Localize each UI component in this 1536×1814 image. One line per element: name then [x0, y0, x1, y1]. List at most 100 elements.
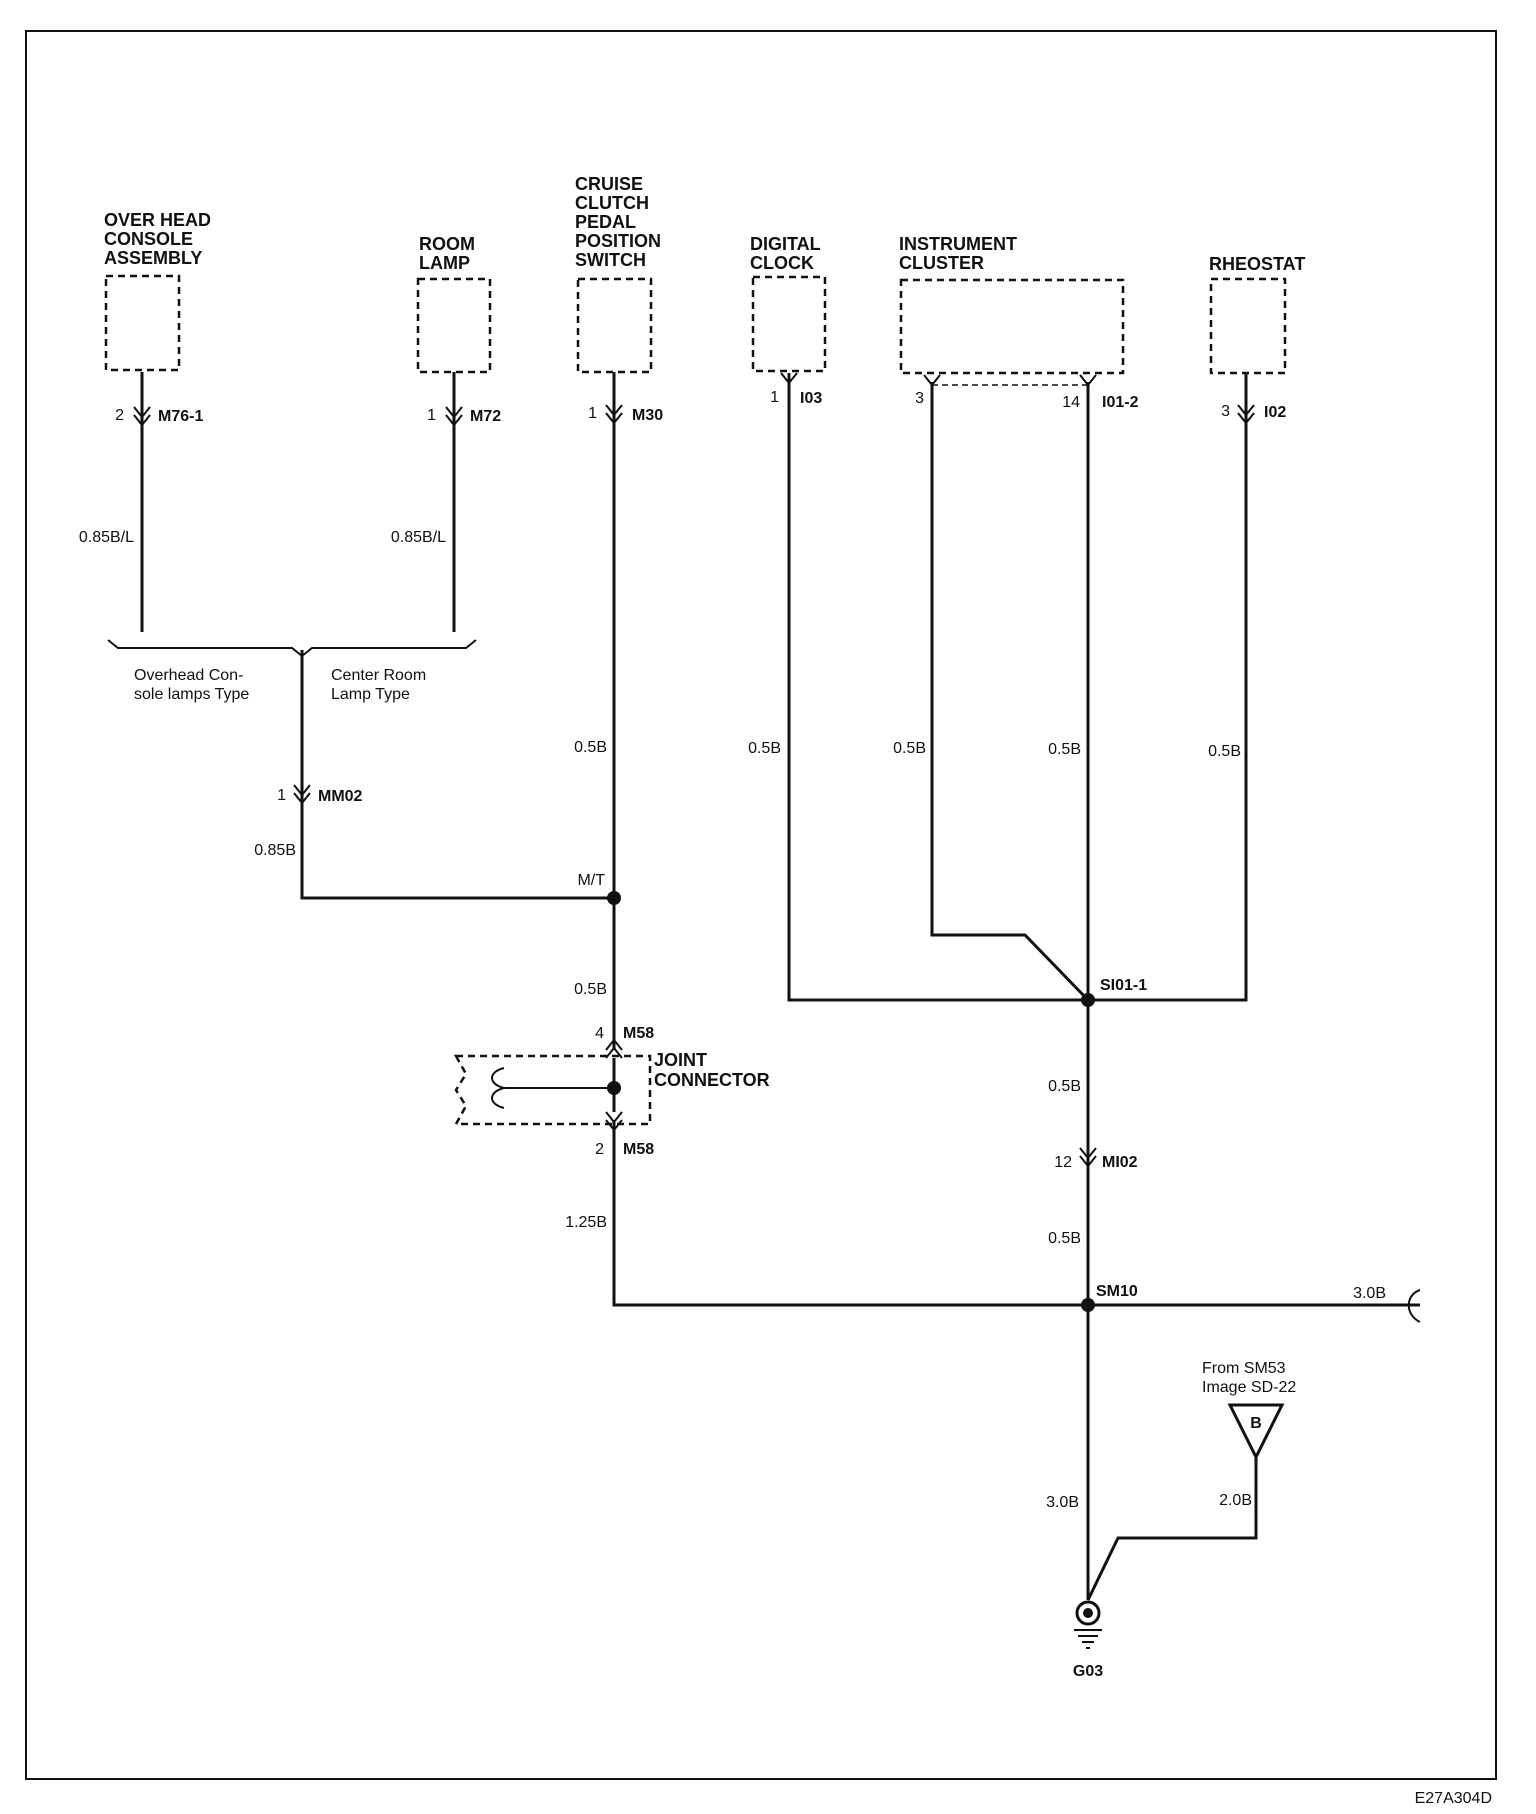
ground-label: G03 [1073, 1663, 1103, 1680]
wire-si-mi02-label: 0.5B [1048, 1078, 1081, 1095]
option-overhead-line1: Overhead Con- [134, 667, 243, 684]
chevron-m76-1 [133, 406, 151, 419]
wire-cluster14-label: 0.5B [1048, 741, 1081, 758]
cruise-switch-title: CRUISE CLUTCH PEDAL POSITION SWITCH [575, 174, 661, 270]
reference-from-line2: Image SD-22 [1202, 1379, 1296, 1396]
chevron-m72-b [445, 414, 463, 427]
chevron-m72 [445, 406, 463, 419]
i03-label: I03 [800, 390, 822, 407]
m30-pin: 1 [588, 405, 597, 422]
i01-2-pin14: 14 [1062, 394, 1080, 411]
cruise-switch-box [576, 277, 653, 374]
i02-pin: 3 [1221, 403, 1230, 420]
figure-id: E27A304D [1415, 1790, 1492, 1807]
diagram-frame [25, 30, 1497, 1780]
wire-cluster3-label: 0.5B [893, 740, 926, 757]
wire-from-b [1086, 1457, 1258, 1601]
instrument-cluster-title: INSTRUMENT CLUSTER [899, 234, 1017, 273]
svg-text:OVER HEAD: OVER HEAD [104, 210, 211, 230]
wire-sm10-right-label: 3.0B [1353, 1285, 1386, 1302]
splice-mt-label: M/T [577, 872, 605, 889]
chevron-m76-1-b [133, 414, 151, 427]
wire-m58-sm10 [612, 1120, 1088, 1307]
mi02-pin: 12 [1054, 1154, 1072, 1171]
mi02-label: MI02 [1102, 1154, 1138, 1171]
wire-mm02-label: 0.85B [254, 842, 296, 859]
option-center-line2: Lamp Type [331, 686, 410, 703]
i01-2-pin3: 3 [915, 390, 924, 407]
i02-label: I02 [1264, 404, 1286, 421]
overhead-console-title: OVER HEAD CONSOLE ASSEMBLY [104, 210, 211, 268]
svg-text:RHEOSTAT: RHEOSTAT [1209, 254, 1305, 274]
option-overhead-line2: sole lamps Type [134, 686, 249, 703]
ground-icon [1074, 1600, 1102, 1649]
svg-text:LAMP: LAMP [419, 253, 470, 273]
chevron-m30 [605, 404, 623, 417]
option-center-line1: Center Room [331, 667, 426, 684]
reference-triangle-b [1227, 1403, 1285, 1461]
svg-text:PEDAL: PEDAL [575, 212, 636, 232]
chevron-m58-top [605, 1038, 623, 1051]
svg-text:CLUSTER: CLUSTER [899, 253, 984, 273]
wire-from-b-label: 2.0B [1219, 1492, 1252, 1509]
m58-bottom-label: M58 [623, 1141, 654, 1158]
m72-label: M72 [470, 408, 501, 425]
wire-m58-sm10-label: 1.25B [565, 1214, 607, 1231]
chevron-i01-2-pin14 [1079, 374, 1097, 387]
i01-2-label: I01-2 [1102, 394, 1139, 411]
wire-cruise-label: 0.5B [574, 739, 607, 756]
wire-overhead-label: 0.85B/L [79, 529, 134, 546]
wire-sm10-ground-label: 3.0B [1046, 1494, 1079, 1511]
splice-mt [607, 891, 621, 905]
i03-pin: 1 [770, 389, 779, 406]
m58-bottom-pin: 2 [595, 1141, 604, 1158]
m72-pin: 1 [427, 407, 436, 424]
wires [140, 372, 1421, 1601]
splice-sm10 [1081, 1298, 1095, 1312]
chevron-m30-b [605, 412, 623, 425]
wire-clock-label: 0.5B [748, 740, 781, 757]
wire-continuation-mark [1407, 1289, 1421, 1323]
instrument-cluster-box [899, 278, 1125, 375]
splice-joint [607, 1081, 621, 1095]
wire-room-label: 0.85B/L [391, 529, 446, 546]
svg-text:CONSOLE: CONSOLE [104, 229, 193, 249]
splice-si01-1 [1081, 993, 1095, 1007]
option-bracket [107, 639, 477, 658]
m76-1-label: M76-1 [158, 408, 203, 425]
wire-rheostat [1088, 373, 1248, 1002]
joint-connector-title-1: JOINT [654, 1050, 707, 1070]
svg-text:DIGITAL: DIGITAL [750, 234, 821, 254]
svg-text:POSITION: POSITION [575, 231, 661, 251]
svg-text:ASSEMBLY: ASSEMBLY [104, 248, 202, 268]
digital-clock-title: DIGITAL CLOCK [750, 234, 821, 273]
digital-clock-box [751, 275, 827, 373]
chevron-m58-top-b [605, 1046, 623, 1059]
joint-connector-title-2: CONNECTOR [654, 1070, 770, 1090]
m58-top-label: M58 [623, 1025, 654, 1042]
svg-text:SWITCH: SWITCH [575, 250, 646, 270]
chevron-mi02-b [1079, 1155, 1097, 1168]
overhead-console-box [104, 274, 181, 372]
wire-clock [787, 373, 1088, 1002]
wire-rheostat-label: 0.5B [1208, 743, 1241, 760]
room-lamp-title: ROOM LAMP [419, 234, 475, 273]
chevron-mm02 [293, 784, 311, 797]
chevron-mi02 [1079, 1147, 1097, 1160]
room-lamp-box [416, 277, 492, 374]
svg-text:CLUTCH: CLUTCH [575, 193, 649, 213]
reference-from-line1: From SM53 [1202, 1360, 1286, 1377]
svg-text:CLOCK: CLOCK [750, 253, 814, 273]
rheostat-box [1209, 277, 1287, 375]
svg-text:INSTRUMENT: INSTRUMENT [899, 234, 1017, 254]
m76-1-pin: 2 [115, 407, 124, 424]
wire-mm02 [300, 650, 614, 900]
chevron-i03 [780, 372, 798, 385]
chevron-mm02-b [293, 792, 311, 805]
wire-mi02-sm10-label: 0.5B [1048, 1230, 1081, 1247]
splice-sm10-label: SM10 [1096, 1283, 1138, 1300]
m30-label: M30 [632, 407, 663, 424]
mm02-label: MM02 [318, 788, 363, 805]
splice-si01-1-label: SI01-1 [1100, 977, 1147, 994]
